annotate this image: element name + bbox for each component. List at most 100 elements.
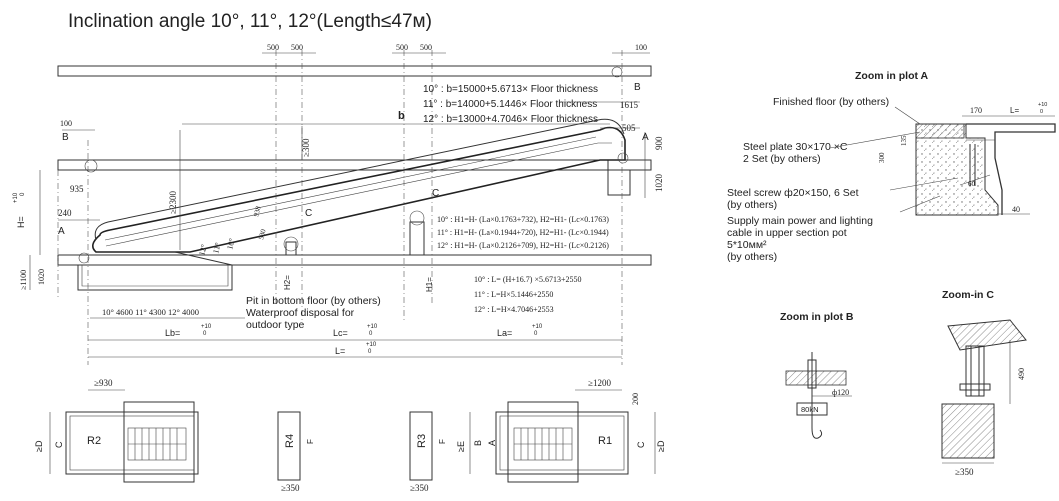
- label-B-left: B: [62, 132, 69, 143]
- zoom-a-dim-170: 170: [970, 106, 982, 115]
- pit-depth-dims: 10° 4600 11° 4300 12° 4000: [102, 307, 199, 317]
- h2-label: H2=: [283, 275, 292, 290]
- label-B-top: B: [634, 82, 641, 93]
- zoom-a-dim-135: 135: [900, 135, 908, 146]
- plan-d-right: ≥D: [656, 440, 666, 452]
- b-label: b: [398, 110, 405, 122]
- plan-r4: R4: [284, 434, 296, 448]
- dim-1020-right: 1020: [654, 174, 664, 193]
- dim-1020-left: 1020: [37, 269, 46, 285]
- l-formula-12: 12° : L=H×4.7046+2553: [474, 305, 554, 314]
- dim-938: 938: [252, 205, 262, 218]
- dim-top-3: 500: [420, 43, 432, 52]
- zoom-a-dim-60: 60: [968, 180, 976, 188]
- zoom-a-steel-screw-line2: (by others): [727, 199, 777, 211]
- l-label: L=: [335, 346, 345, 356]
- zoom-a-steel-plate: [915, 123, 965, 139]
- dim-900: 900: [654, 136, 664, 150]
- zoom-a-dim-300: 300: [878, 152, 886, 163]
- l-tol-plus: +10: [366, 342, 377, 348]
- zoom-c-dim-350: ≥350: [955, 467, 974, 477]
- plan-dim-930: ≥930: [94, 378, 113, 388]
- h-formula-11: 11° : H1=H- (La×0.1944+720), H2=H1- (Lc×…: [437, 228, 609, 237]
- zoom-b-title: Zoom in plot B: [780, 311, 854, 323]
- plan-c-left: C: [54, 441, 64, 448]
- zoom-b-detail: Zoom in plot B ф120 80kN: [780, 311, 854, 439]
- label-C-mid: C: [432, 188, 439, 199]
- plan-f-left: F: [306, 439, 315, 444]
- dim-top-0: 500: [267, 43, 279, 52]
- main-elevation: 500 500 500 500 100 10° : b=15000+5.6713…: [13, 43, 664, 365]
- lc-tol-zero: 0: [369, 331, 373, 337]
- plan-pit-right: [495, 411, 629, 475]
- zoom-a-finished-floor: Finished floor (by others): [773, 96, 889, 108]
- plan-dim-1200: ≥1200: [588, 378, 611, 388]
- floor-thickness-10: 10° : b=15000+5.6713× Floor thickness: [423, 84, 598, 95]
- zoom-c-truss: [947, 319, 1027, 351]
- lb-tol-zero: 0: [203, 331, 207, 337]
- la-tol-plus: +10: [532, 324, 543, 330]
- dim-ge1100: ≥1100: [19, 270, 28, 290]
- h-tol-plus: +10: [13, 192, 19, 203]
- lc-tol-plus: +10: [367, 324, 378, 330]
- zoom-b-load-tag: [796, 402, 828, 416]
- upper-pit-outline: [607, 160, 631, 196]
- plan-c-right: C: [636, 441, 646, 448]
- plan-r3: R3: [416, 434, 428, 448]
- plan-dim-350-a: ≥350: [281, 483, 300, 493]
- dim-ge2300: ≥2300: [168, 191, 178, 214]
- top-dimensions: 500 500 500 500 100: [262, 43, 650, 54]
- zoom-b-hook-icon: [811, 420, 823, 439]
- la-tol-zero: 0: [534, 331, 538, 337]
- zoom-c-dim-490: 490: [1017, 368, 1026, 380]
- lb-tol-plus: +10: [201, 324, 212, 330]
- plan-pit-left: [65, 411, 199, 475]
- plan-steps-left: [127, 427, 187, 461]
- zoom-a-dim-40: 40: [1012, 205, 1020, 214]
- zoom-a-supply-line4: (by others): [727, 251, 777, 263]
- h-label: H=: [16, 216, 26, 228]
- drawing-title: Inclination angle 10°, 11°, 12°(Length≤4…: [68, 11, 432, 32]
- zoom-a-tol-zero: 0: [1040, 109, 1043, 115]
- zoom-a-steel-plate-line2: 2 Set (by others): [743, 153, 821, 165]
- l-tol-zero: 0: [368, 349, 372, 355]
- plan-column-r4: [277, 411, 301, 481]
- zoom-a-supply-line3: 5*10мм²: [727, 239, 767, 251]
- h-tol-zero: 0: [20, 192, 26, 196]
- lower-floor-slab: [57, 254, 652, 266]
- lc-label: Lc=: [333, 328, 348, 338]
- support-column-mid: [285, 241, 297, 256]
- support-column-upper: [409, 221, 425, 256]
- dim-530: 530: [257, 228, 267, 241]
- zoom-b-dim-120: ф120: [832, 388, 849, 397]
- plan-b: B: [473, 440, 483, 446]
- lb-label: Lb=: [165, 328, 180, 338]
- zoom-a-concrete: [915, 123, 999, 216]
- zoom-a-tol-plus: +10: [1038, 102, 1047, 108]
- h-formula-10: 10° : H1=H- (La×0.1763+732), H2=H1- (Lc×…: [437, 215, 609, 224]
- zoom-b-load: 80kN: [801, 405, 819, 414]
- zoom-a-steel-screw-line1: Steel screw ф20×150, 6 Set: [727, 187, 859, 199]
- dim-240: 240: [58, 208, 72, 218]
- angle-12: 12°: [197, 243, 208, 256]
- l-formula-11: 11° : L=H×5.1446+2550: [474, 290, 553, 299]
- label-A-right: A: [642, 132, 649, 143]
- top-floor-slab: [57, 65, 652, 77]
- floor-thickness-11: 11° : b=14000+5.1446× Floor thickness: [423, 99, 597, 110]
- pit-note-line1: Pit in bottom floor (by others): [246, 295, 381, 307]
- plan-steps-right: [513, 427, 573, 461]
- dim-935: 935: [70, 184, 84, 194]
- l-formula-10: 10° : L= (H+16.7) ×5.6713+2550: [474, 275, 581, 284]
- dim-top-4: 100: [635, 43, 647, 52]
- zoom-a-detail: Zoom in plot A Finished floor (by others…: [727, 70, 1056, 263]
- plan-r1: R1: [598, 435, 612, 447]
- h1-label: H1=: [425, 277, 434, 292]
- plan-e: ≥E: [456, 441, 466, 452]
- dim-top-2: 500: [396, 43, 408, 52]
- zoom-a-supply-line1: Supply main power and lighting: [727, 215, 873, 227]
- zoom-a-title: Zoom in plot A: [855, 70, 929, 82]
- zoom-c-column: [941, 403, 995, 459]
- label-A-left: A: [58, 226, 65, 237]
- plan-dim-350-b: ≥350: [410, 483, 429, 493]
